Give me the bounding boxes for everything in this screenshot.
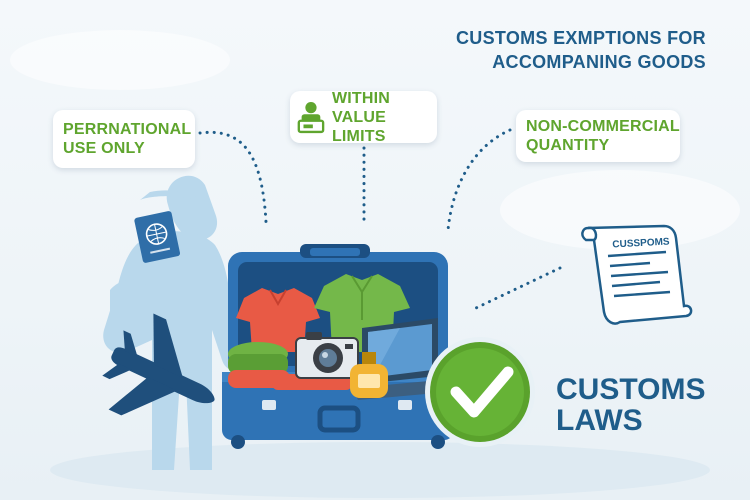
passport-icon [134,211,181,263]
person-scanner-icon [297,102,325,134]
callout-value-line-1: WITHIN [331,89,391,107]
airplane-icon [102,313,215,416]
callout-personal-use: PERRNATIONAL USE ONLY [53,110,195,168]
title-line-2: ACCOMPANING GOODS [492,52,706,72]
laws-line-2: LAWS [556,404,643,437]
document-scroll-icon [581,224,693,325]
callout-quantity-line-1: NON-COMMERCIAL [526,118,680,135]
customs-laws-heading: CUSTOMS LAWS [556,374,705,436]
perfume-icon [350,352,388,398]
camera-icon [295,332,359,379]
callout-value-line-2: VALUE LIMITS [331,108,386,145]
callout-non-commercial: NON-COMMERCIAL QUANTITY [516,110,680,162]
folded-clothes [228,342,352,390]
connector-lines [198,128,562,310]
checkmark-icon [425,337,535,447]
callout-personal-line-1: PERRNATIONAL [63,121,192,138]
callout-personal-line-2: USE ONLY [63,140,145,157]
red-shirt [236,288,320,352]
page-title: CUSTOMS EXMPTIONS FOR ACCOMPANING GOODS [456,26,706,74]
callout-value-limits: WITHIN VALUE LIMITS [290,89,437,145]
laws-line-1: CUSTOMS [556,373,706,406]
callout-quantity-line-2: QUANTITY [526,137,610,154]
title-line-1: CUSTOMS EXMPTIONS FOR [456,28,706,48]
